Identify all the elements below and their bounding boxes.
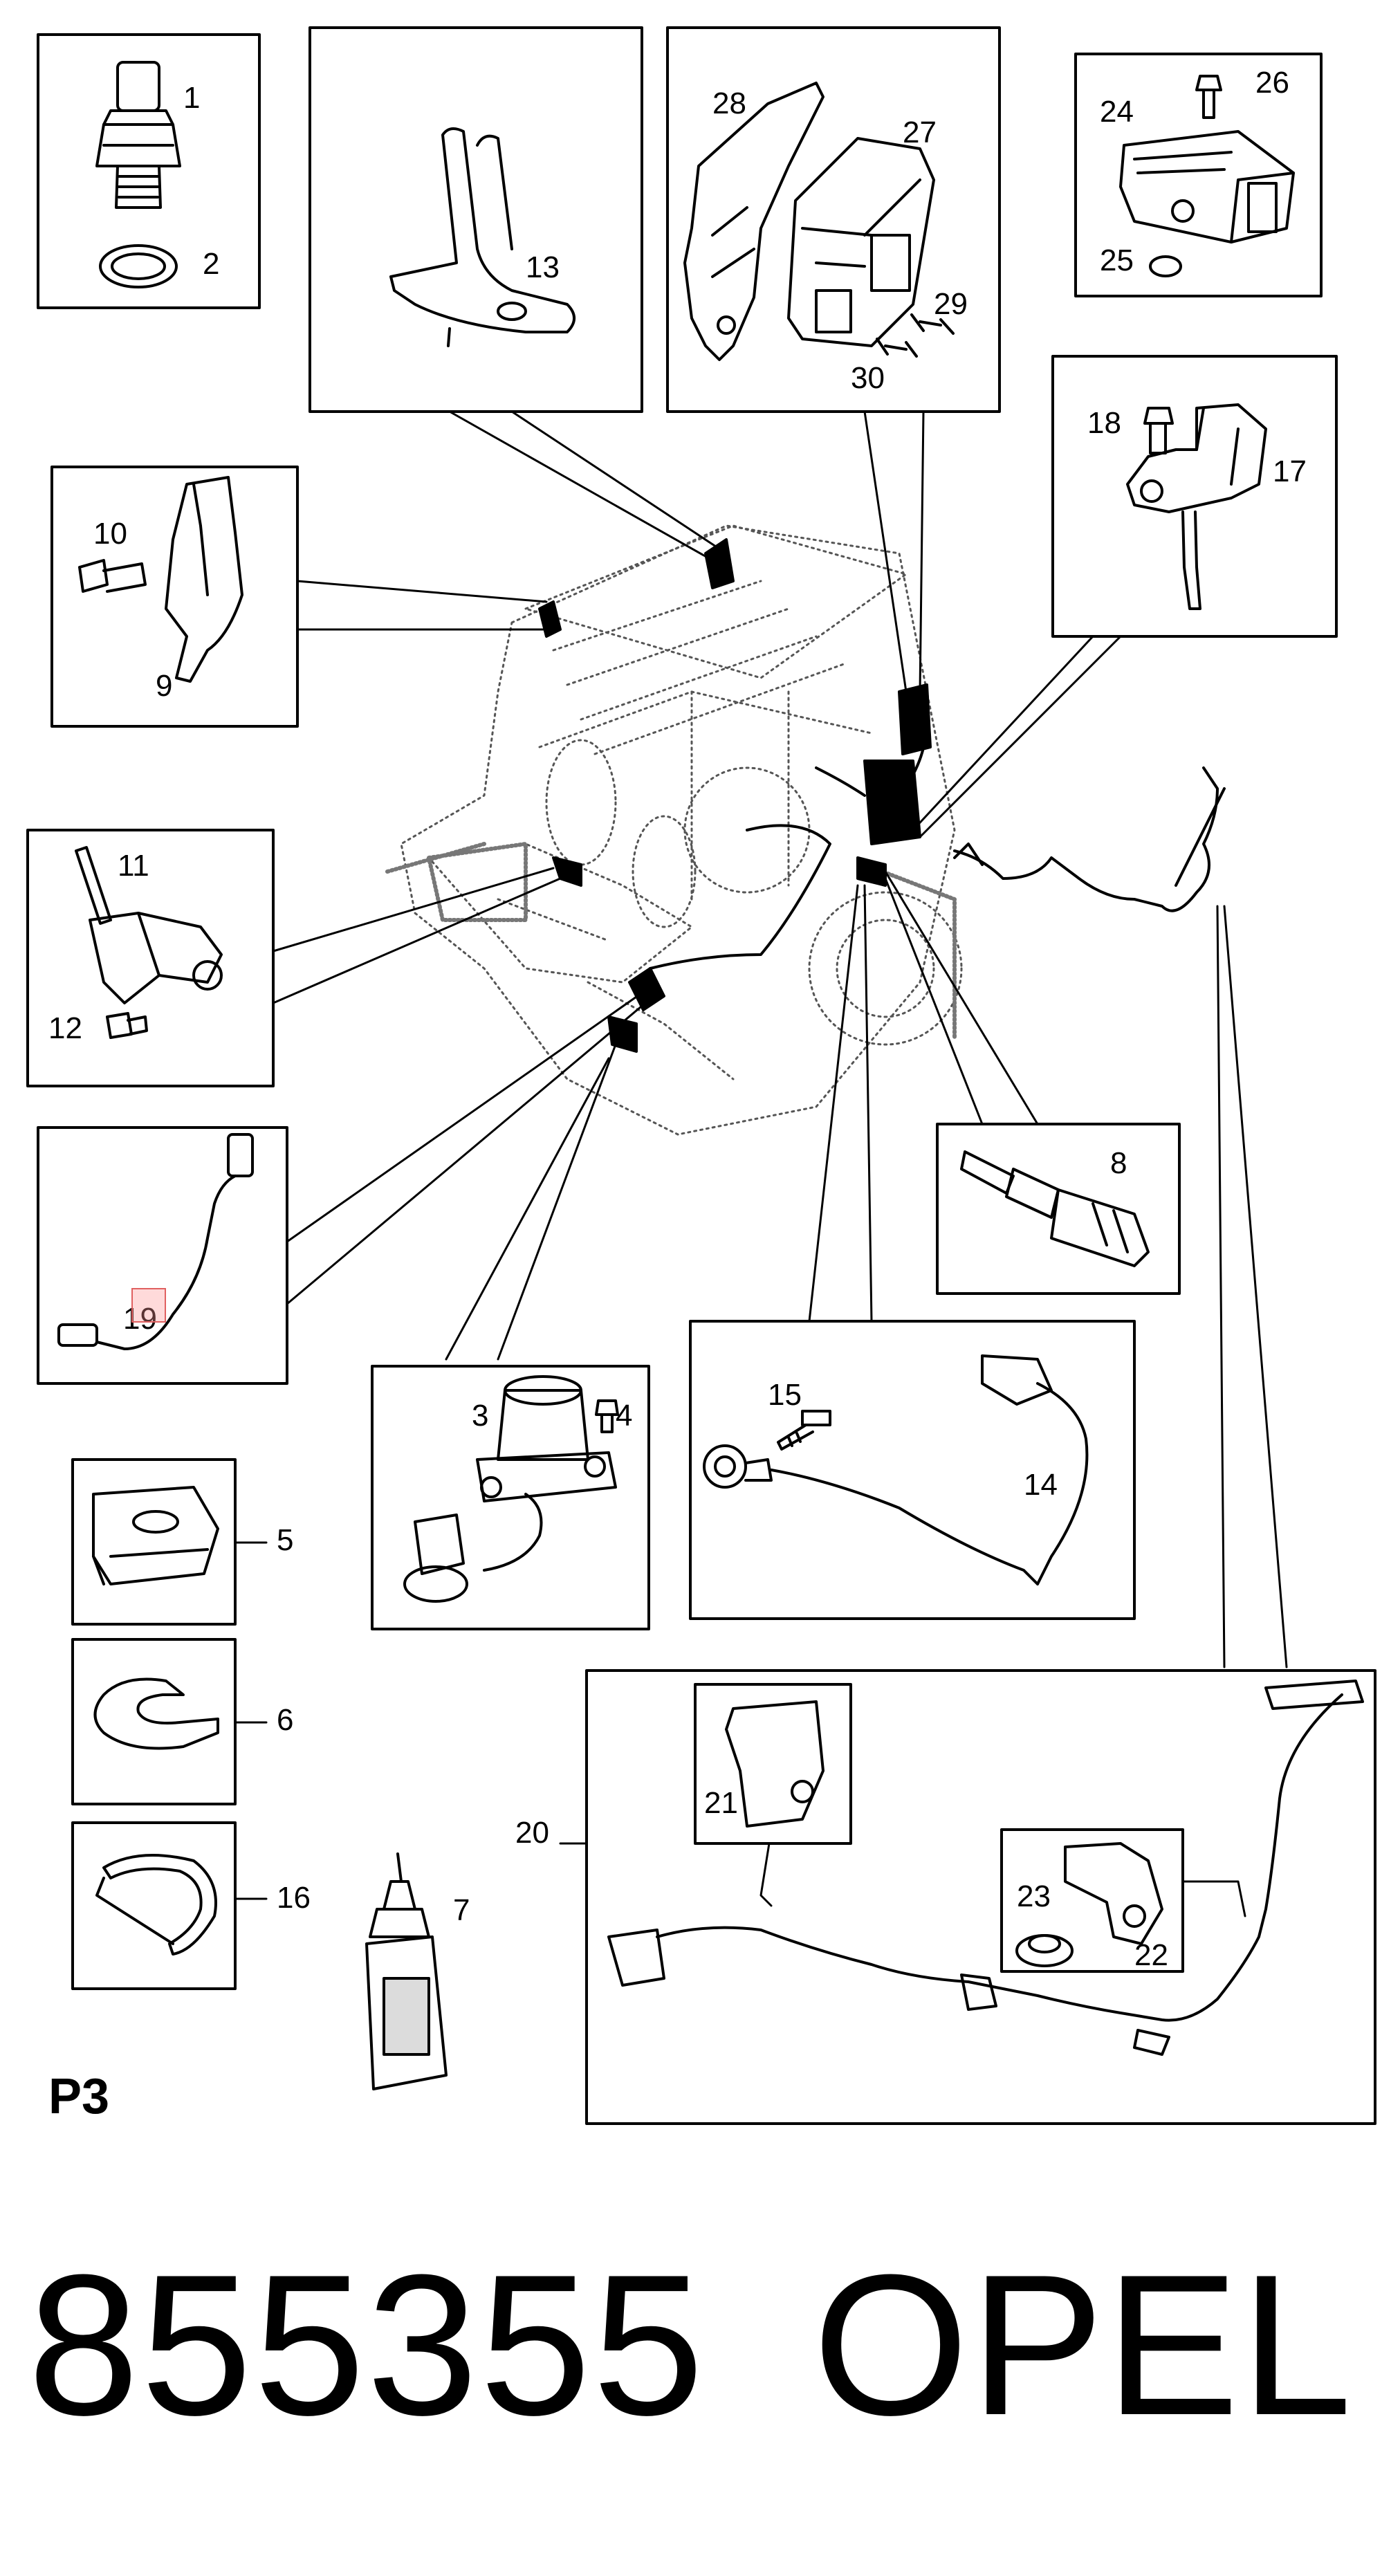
callout-25: 25: [1100, 243, 1134, 277]
part-screw-26: [1195, 75, 1222, 119]
part-screws-29-30: [876, 313, 955, 358]
leader-lines: [272, 410, 1288, 1668]
callout-9: 9: [156, 669, 173, 703]
part-sensor-cable-19: [57, 1133, 254, 1350]
callout-7: 7: [453, 1893, 470, 1927]
callout-24: 24: [1100, 95, 1134, 129]
callout-27: 27: [903, 116, 937, 149]
callout-18: 18: [1087, 406, 1121, 440]
callout-12: 12: [48, 1011, 82, 1045]
part-sealing-washer: [99, 244, 178, 288]
box-pointers: [234, 1541, 1246, 1917]
callout-8: 8: [1110, 1146, 1127, 1180]
callout-14: 14: [1024, 1468, 1058, 1502]
part-position-sensor-11: [75, 846, 223, 1004]
part-bracket-9: [165, 476, 243, 683]
callout-20: 20: [515, 1816, 549, 1850]
callout-2: 2: [203, 247, 220, 281]
callout-19: 19: [123, 1302, 157, 1336]
callout-23: 23: [1017, 1879, 1051, 1913]
page-code: P3: [48, 2069, 110, 2124]
part-sensor-17: [1126, 403, 1267, 610]
callout-6: 6: [277, 1703, 294, 1737]
callout-30: 30: [851, 361, 885, 395]
part-screw-4: [595, 1399, 619, 1433]
part-lubricant-bottle: [365, 1852, 448, 2090]
brand-name: OPEL: [813, 2233, 1354, 2457]
callout-22: 22: [1134, 1938, 1168, 1972]
part-temperature-sensor: [960, 1150, 1150, 1267]
callout-29: 29: [934, 287, 968, 321]
callout-11: 11: [118, 849, 149, 883]
callout-16: 16: [277, 1881, 311, 1915]
part-clip-5: [92, 1486, 219, 1585]
part-sealing-tape-16: [95, 1854, 217, 1956]
part-solenoid-valve: [403, 1375, 617, 1603]
part-boxes: [26, 26, 1376, 2125]
part-number: 855355: [28, 2233, 706, 2457]
part-oring-25: [1149, 255, 1182, 277]
engine-illustration: [400, 524, 963, 1136]
part-module-bracket: [683, 82, 825, 361]
part-wiring-harness-20: [607, 1680, 1364, 2056]
engine-mounted-parts: [538, 538, 932, 1053]
part-oil-pressure-switch: [95, 61, 181, 209]
part-nut-23: [1015, 1934, 1074, 1967]
callout-5: 5: [277, 1523, 294, 1557]
part-screw-18: [1143, 407, 1174, 454]
callout-4: 4: [616, 1399, 633, 1433]
callout-10: 10: [93, 517, 127, 551]
part-clip-21: [725, 1700, 825, 1828]
callout-28: 28: [712, 86, 746, 120]
part-screw-10: [78, 559, 147, 593]
selection-marker: [131, 1288, 166, 1323]
part-bracket-13: [389, 127, 575, 347]
part-knock-sensor: [703, 1354, 1089, 1585]
callout-1: 1: [183, 81, 201, 115]
callout-17: 17: [1273, 454, 1307, 488]
engine-harness: [953, 766, 1226, 912]
callout-3: 3: [472, 1399, 489, 1433]
callout-15: 15: [768, 1378, 802, 1412]
engine-shading: [385, 842, 957, 1040]
part-screw-12: [106, 1012, 148, 1039]
part-bolt-15: [777, 1410, 831, 1451]
part-engine-control-module: [787, 137, 935, 347]
part-boost-pressure-sensor: [1119, 130, 1295, 243]
part-bracket-22: [1064, 1842, 1163, 1945]
callout-21: 21: [704, 1786, 738, 1820]
part-retaining-clip-6: [93, 1677, 219, 1750]
callout-13: 13: [526, 250, 560, 284]
callout-26: 26: [1255, 66, 1289, 100]
